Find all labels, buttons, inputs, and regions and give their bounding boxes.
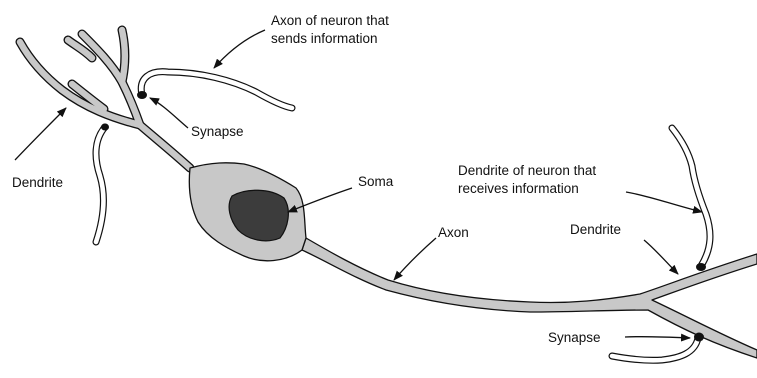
dendrite-tree [20,30,190,168]
sender-axon-bottom [612,338,698,360]
synapse-marker-left [101,124,109,131]
label-synapse-bottom: Synapse [548,330,601,345]
receiver-dendrite-left [96,127,105,242]
label-synapse-top: Synapse [191,124,244,139]
synapse-marker-bottom [694,333,704,342]
label-axon: Axon [438,225,469,240]
main-axon [302,238,757,358]
label-soma: Soma [358,174,394,189]
receiver-dendrite-right [672,128,710,266]
label-dendrite-right: Dendrite [570,222,621,237]
label-dendrite-left: Dendrite [12,175,63,190]
synapse-marker-right [696,263,706,271]
sender-axon [141,72,292,108]
synapse-marker-top [137,91,147,99]
